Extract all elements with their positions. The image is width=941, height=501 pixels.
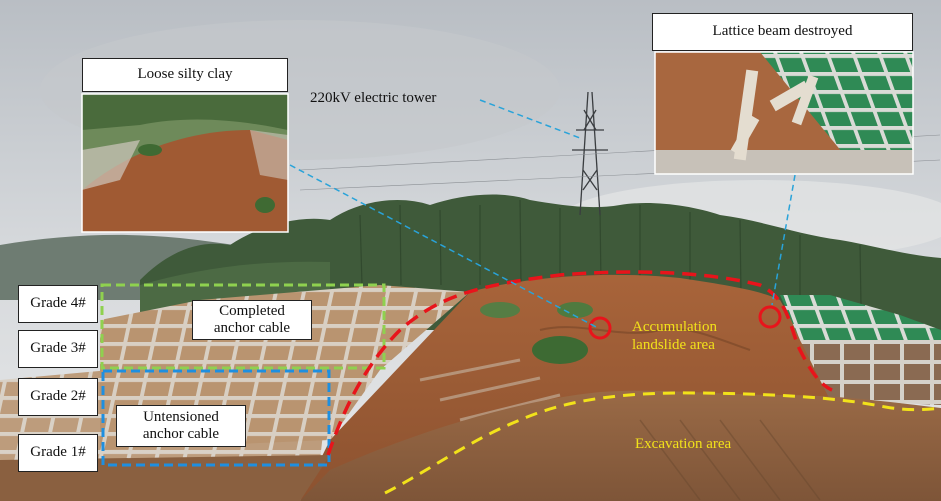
inset-photo-lattice-beam	[655, 52, 913, 174]
lattice-beam-destroyed-label: Lattice beam destroyed	[652, 13, 913, 51]
electric-tower-label: 220kV electric tower	[310, 90, 437, 106]
marker-circle	[758, 305, 782, 329]
completed-anchor-box	[100, 283, 386, 370]
completed-anchor-cable-label: Completed anchor cable	[192, 300, 312, 340]
loose-silty-clay-label: Loose silty clay	[82, 58, 288, 92]
untensioned-anchor-box	[101, 369, 331, 467]
accumulation-landslide-area-label: Accumulation landslide area	[632, 319, 717, 353]
grade-4-label: Grade 4#	[18, 285, 98, 323]
grade-1-label: Grade 1#	[18, 434, 98, 472]
grade-3-label: Grade 3#	[18, 330, 98, 368]
excavation-area-label: Excavation area	[635, 436, 732, 452]
marker-circle	[588, 316, 612, 340]
untensioned-anchor-cable-label: Untensioned anchor cable	[116, 405, 246, 447]
landslide-boundary	[326, 270, 833, 456]
inset-photo-loose-clay	[82, 94, 288, 232]
grade-2-label: Grade 2#	[18, 378, 98, 416]
